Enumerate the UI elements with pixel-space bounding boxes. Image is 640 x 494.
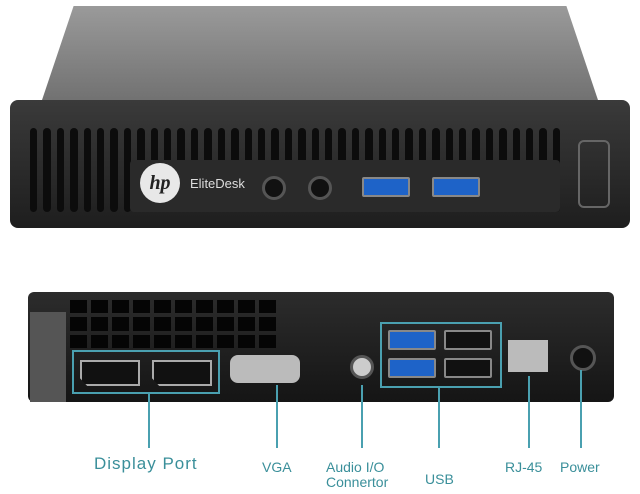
rear-usb-port bbox=[444, 330, 492, 350]
rear-vents bbox=[70, 300, 276, 348]
rear-usb-port bbox=[388, 330, 436, 350]
label-audio: Audio I/O Connertor bbox=[326, 459, 389, 490]
audio-jack bbox=[350, 355, 374, 379]
pointer-line bbox=[148, 392, 150, 448]
mic-jack bbox=[308, 176, 332, 200]
rear-usb-port bbox=[388, 358, 436, 378]
hp-logo: hp bbox=[140, 163, 180, 203]
pointer-line bbox=[528, 376, 530, 448]
display-port-2 bbox=[152, 360, 212, 386]
rj45-port bbox=[508, 340, 548, 372]
usb-highlight bbox=[380, 322, 502, 388]
brand-name: EliteDesk bbox=[190, 176, 245, 191]
label-vga: VGA bbox=[262, 459, 292, 475]
pointer-line bbox=[361, 385, 363, 448]
computer-top bbox=[40, 6, 600, 106]
label-display-port: Display Port bbox=[94, 454, 198, 473]
pointer-line bbox=[276, 385, 278, 448]
pointer-line bbox=[438, 386, 440, 448]
headphone-jack bbox=[262, 176, 286, 200]
vga-port bbox=[230, 355, 300, 383]
label-usb: USB bbox=[425, 471, 454, 487]
label-power: Power bbox=[560, 459, 600, 475]
side-bracket bbox=[30, 312, 66, 402]
front-usb-port bbox=[432, 177, 480, 197]
label-rj45: RJ-45 bbox=[505, 459, 543, 475]
display-port-highlight bbox=[72, 350, 220, 394]
power-jack bbox=[570, 345, 596, 371]
front-io-panel bbox=[130, 160, 560, 212]
display-port-1 bbox=[80, 360, 140, 386]
front-usb-port bbox=[362, 177, 410, 197]
pointer-line bbox=[580, 370, 582, 448]
power-button bbox=[578, 140, 610, 208]
rear-usb-port bbox=[444, 358, 492, 378]
